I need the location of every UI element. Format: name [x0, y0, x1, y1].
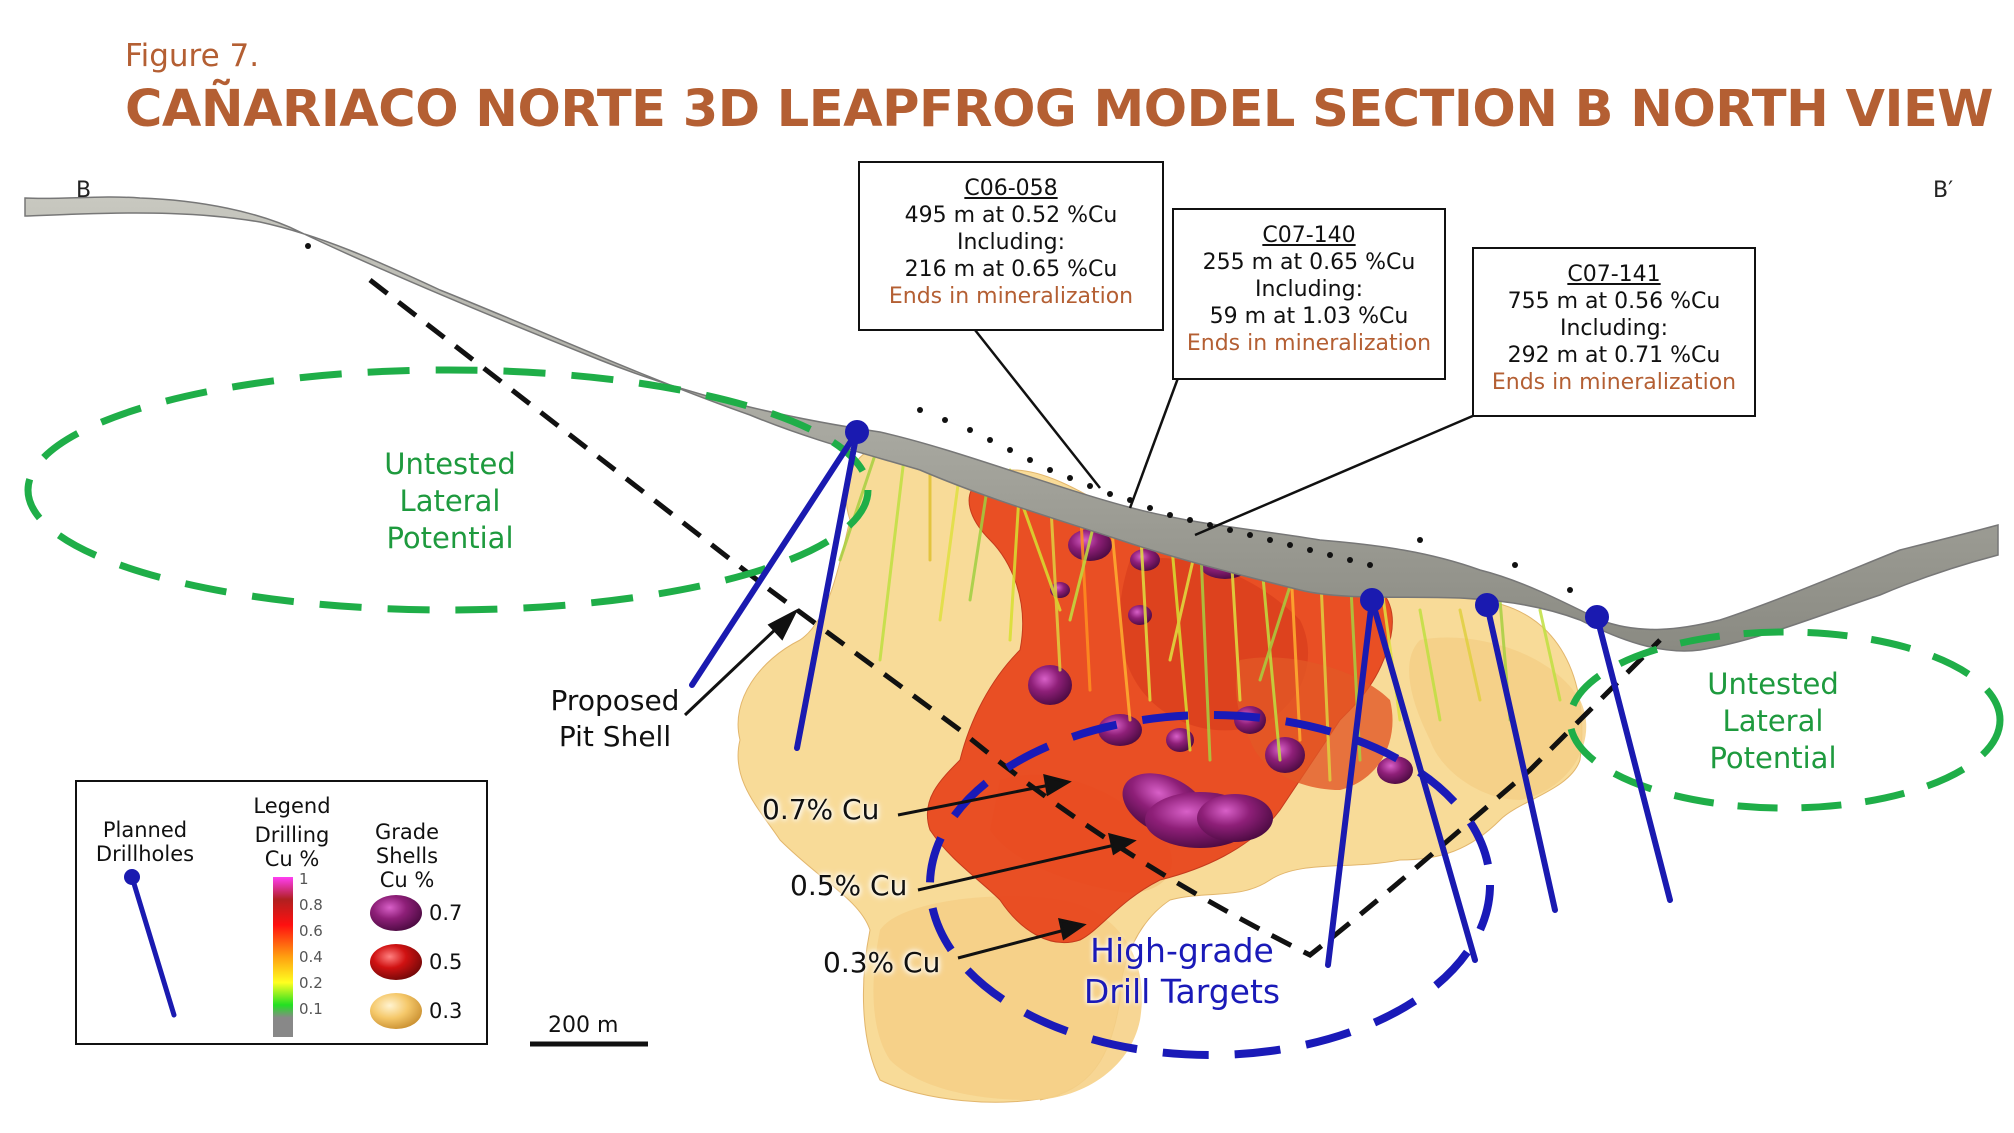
legend-planned-header: Planned Drillholes: [85, 818, 205, 866]
section-label-left: B: [76, 178, 92, 203]
callout-c07-141: C07-141 755 m at 0.56 %Cu Including: 292…: [1472, 247, 1756, 417]
callout-result: 755 m at 0.56 %Cu: [1507, 289, 1721, 314]
legend-tick: 0.1: [299, 1000, 323, 1018]
section-label-right: B′: [1933, 178, 1954, 203]
legend-shell-0-5-swatch: [370, 944, 422, 980]
legend-grade-line: Grade: [374, 820, 440, 844]
legend-tick: 0.6: [299, 922, 323, 940]
label-arrows: [683, 608, 1137, 960]
pit-shell-line: Proposed: [550, 684, 680, 717]
scale-bar-label: 200 m: [548, 1013, 619, 1038]
untested-ellipse-right: [1566, 628, 2004, 812]
callout-including: Including:: [1560, 316, 1668, 341]
legend-shell-value: 0.5: [429, 950, 463, 974]
callout-sub-result: 59 m at 1.03 %Cu: [1209, 304, 1409, 329]
untested-label-right: Untested Lateral Potential: [1683, 666, 1863, 777]
legend-tick: 0.2: [299, 974, 323, 992]
callout-result: 495 m at 0.52 %Cu: [904, 203, 1118, 228]
targets-line: Drill Targets: [1083, 972, 1281, 1011]
legend-tick: 0.8: [299, 896, 323, 914]
untested-ellipse-left: [24, 366, 872, 614]
callout-c06-058: C06-058 495 m at 0.52 %Cu Including: 216…: [858, 161, 1164, 331]
callout-sub-result: 292 m at 0.71 %Cu: [1507, 343, 1721, 368]
pit-shell-label: Proposed Pit Shell: [540, 683, 690, 755]
legend-drillhole-symbol: [129, 874, 177, 1018]
legend-grade-line: Cu %: [379, 868, 435, 892]
callout-including: Including:: [1255, 277, 1363, 302]
untested-line: Potential: [1709, 741, 1837, 775]
legend: Legend Planned Drillholes Drilling Cu % …: [75, 780, 488, 1045]
untested-label-left: Untested Lateral Potential: [360, 446, 540, 557]
legend-drilling-line: Drilling: [254, 823, 330, 847]
legend-grade-header: Grade Shells Cu %: [357, 820, 457, 892]
legend-shell-value: 0.3: [429, 999, 463, 1023]
targets-line: High-grade: [1090, 931, 1274, 970]
callout-including: Including:: [957, 230, 1065, 255]
callout-sub-result: 216 m at 0.65 %Cu: [904, 257, 1118, 282]
pit-shell-line: Pit Shell: [558, 720, 672, 753]
legend-shell-0-3-swatch: [370, 993, 422, 1029]
untested-line: Untested: [384, 447, 516, 481]
untested-line: Lateral: [399, 484, 501, 518]
figure-number: Figure 7.: [125, 38, 260, 74]
legend-drilling-header: Drilling Cu %: [252, 823, 332, 871]
callout-note: Ends in mineralization: [1186, 331, 1432, 356]
legend-planned-line: Drillholes: [95, 842, 195, 866]
drill-collars: [305, 243, 1573, 593]
proposed-pit-shell: [368, 278, 1662, 958]
drill-targets-label: High-grade Drill Targets: [1062, 930, 1302, 1012]
legend-tick: 1: [299, 870, 309, 888]
untested-line: Lateral: [1722, 704, 1824, 738]
legend-title: Legend: [253, 794, 331, 818]
legend-tick: 0.4: [299, 948, 323, 966]
shell-0-5-label: 0.5% Cu: [790, 869, 908, 902]
topographic-surface: [24, 196, 1999, 652]
callout-result: 255 m at 0.65 %Cu: [1202, 250, 1416, 275]
callout-hole-id: C07-140: [1262, 223, 1356, 248]
legend-shell-value: 0.7: [429, 901, 463, 925]
legend-drilling-colorbar: [273, 877, 293, 1037]
untested-line: Potential: [386, 521, 514, 555]
shell-0-3-label: 0.3% Cu: [823, 946, 941, 979]
callout-note: Ends in mineralization: [1491, 370, 1737, 395]
callout-leaders: [974, 329, 1476, 537]
callout-hole-id: C07-141: [1567, 262, 1661, 287]
planned-drillholes: [689, 420, 1673, 968]
legend-drilling-line: Cu %: [264, 847, 320, 871]
shell-0-7-label: 0.7% Cu: [762, 793, 880, 826]
callout-note: Ends in mineralization: [888, 284, 1134, 309]
figure-title: CAÑARIACO NORTE 3D LEAPFROG MODEL SECTIO…: [125, 80, 1994, 139]
untested-line: Untested: [1707, 667, 1839, 701]
legend-graphics: [124, 869, 422, 1037]
callout-c07-140: C07-140 255 m at 0.65 %Cu Including: 59 …: [1172, 208, 1446, 380]
callout-hole-id: C06-058: [964, 176, 1058, 201]
legend-planned-line: Planned: [102, 818, 188, 842]
legend-grade-line: Shells: [375, 844, 439, 868]
targets-ellipse: [926, 711, 1494, 1059]
legend-shell-0-7-swatch: [370, 895, 422, 931]
